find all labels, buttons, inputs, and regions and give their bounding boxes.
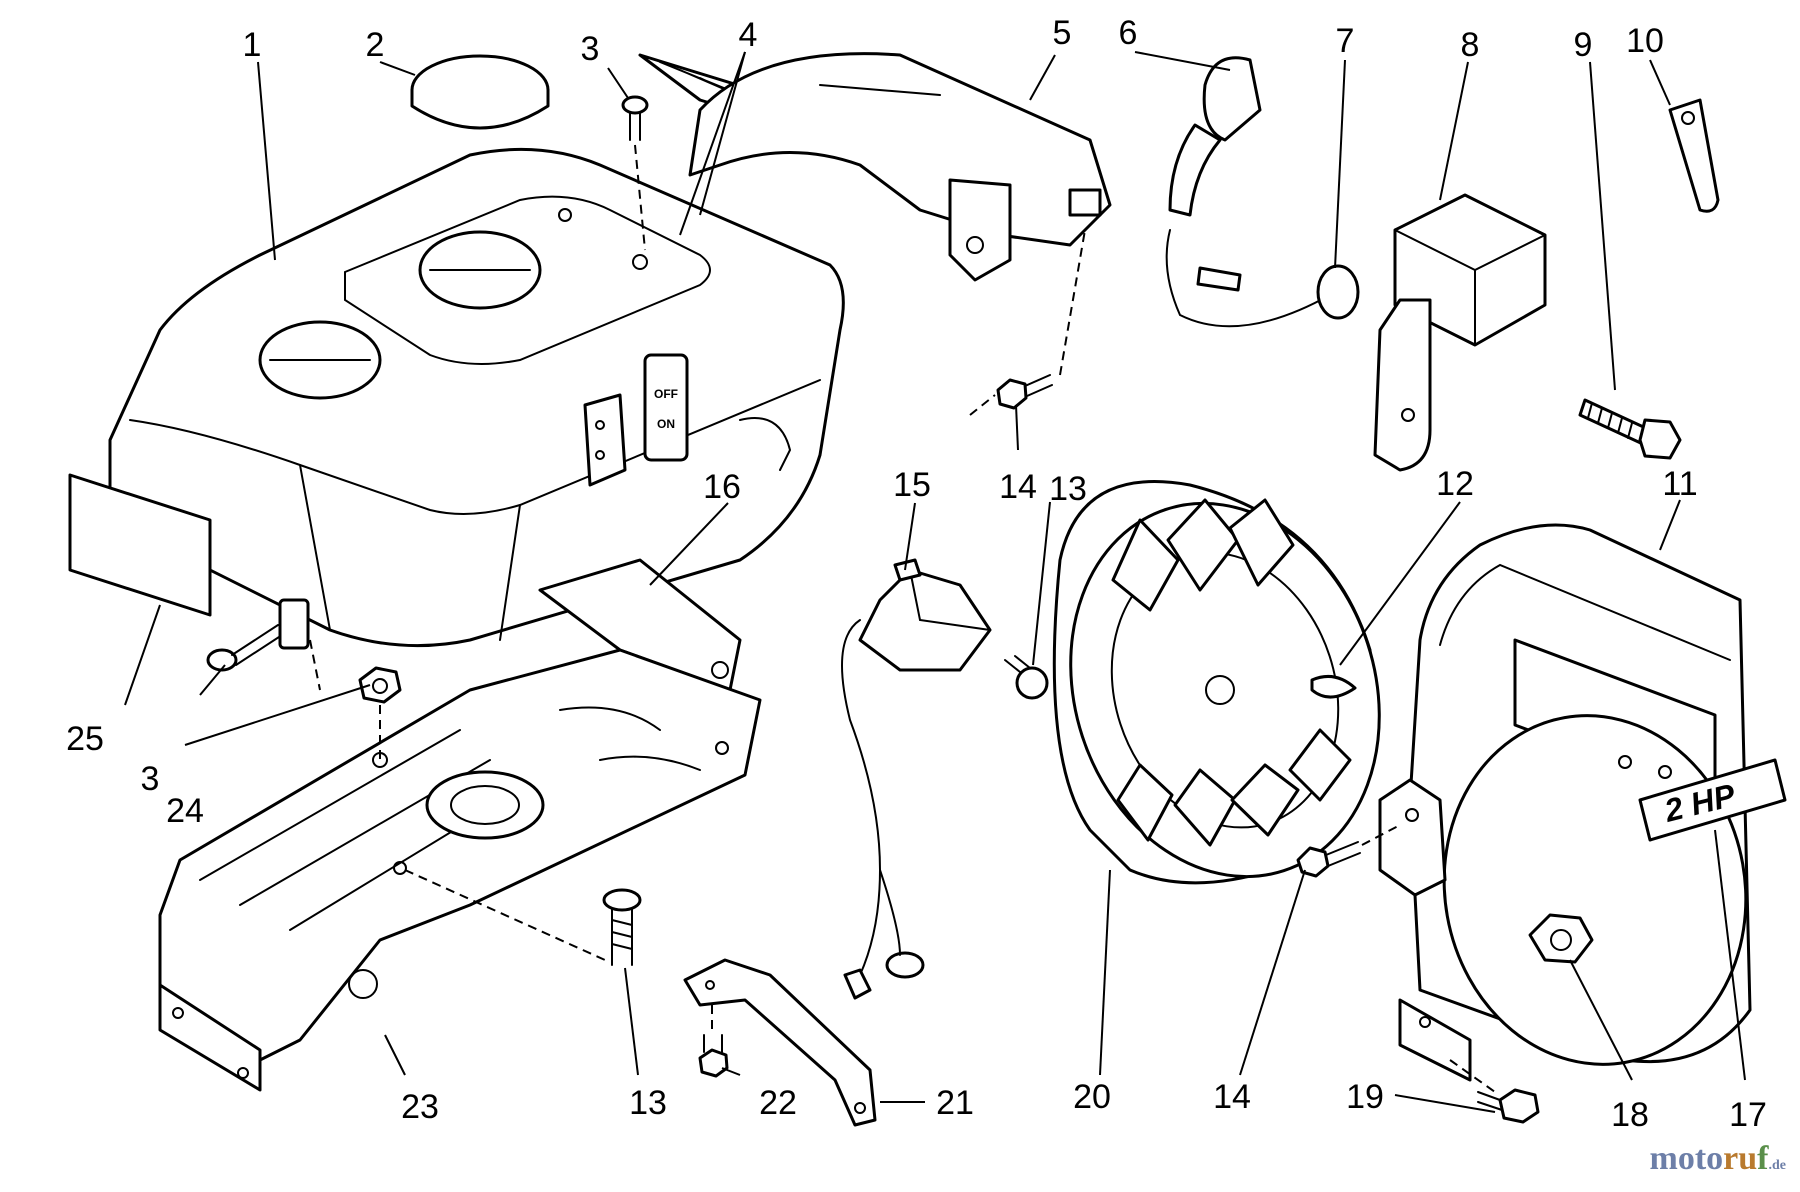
watermark-part-1: moto — [1649, 1140, 1724, 1177]
part-strip-bracket — [538, 558, 742, 692]
callout-3-top: 3 — [581, 30, 600, 68]
callout-14-bottom: 14 — [1213, 1078, 1251, 1116]
part-screw-22 — [698, 1005, 729, 1078]
callout-15: 15 — [893, 466, 931, 504]
watermark-part-3: f — [1757, 1140, 1769, 1177]
part-bracket — [688, 52, 1112, 282]
part-hp-decal: 2 HP — [1638, 758, 1787, 842]
callout-23: 23 — [401, 1088, 439, 1126]
switch-on-label: ON — [657, 417, 675, 431]
callout-3-bottom: 3 — [141, 760, 160, 798]
part-screw-bottom — [206, 598, 321, 691]
callout-12: 12 — [1436, 465, 1474, 503]
part-spark-plug-boot — [1168, 56, 1262, 217]
callout-7: 7 — [1336, 22, 1355, 60]
callout-22: 22 — [759, 1084, 797, 1122]
callout-8: 8 — [1461, 26, 1480, 64]
callout-9: 9 — [1574, 26, 1593, 64]
callout-5: 5 — [1053, 14, 1072, 52]
part-nut — [358, 666, 402, 760]
callout-2: 2 — [366, 26, 385, 64]
on-off-switch — [643, 353, 689, 462]
callout-6: 6 — [1119, 14, 1138, 52]
part-screw-14-upper — [969, 229, 1086, 416]
watermark-tld: .de — [1768, 1158, 1787, 1173]
callout-24: 24 — [166, 792, 204, 830]
callout-4: 4 — [739, 16, 758, 54]
callout-11: 11 — [1662, 465, 1697, 503]
part-base-plate — [158, 648, 762, 1092]
watermark-logo: motoruf.de — [1650, 1140, 1786, 1178]
callout-18: 18 — [1611, 1096, 1649, 1134]
part-flywheel — [1052, 480, 1381, 885]
part-l-bracket — [683, 958, 877, 1127]
part-kill-switch — [841, 558, 992, 1000]
part-hub-nut — [1528, 913, 1594, 964]
callout-14-top: 14 — [999, 468, 1037, 506]
part-screw-14-lower — [1296, 824, 1401, 878]
callout-16: 16 — [703, 468, 741, 506]
part-clip — [1668, 98, 1720, 213]
callout-10: 10 — [1626, 22, 1664, 60]
callout-21: 21 — [936, 1084, 974, 1122]
part-cap — [410, 54, 550, 130]
part-bolt — [1578, 398, 1682, 460]
part-screw-13 — [1004, 655, 1049, 700]
part-screw-top — [621, 95, 649, 251]
callout-1: 1 — [243, 26, 262, 64]
callout-17: 17 — [1729, 1096, 1767, 1134]
callout-13-bottom: 13 — [629, 1084, 667, 1122]
switch-off-label: OFF — [654, 387, 678, 401]
part-ignition-coil — [1165, 193, 1547, 472]
leader-lines — [124, 51, 1746, 1113]
part-bolt-lower — [404, 869, 642, 966]
watermark-part-2: ru — [1723, 1140, 1758, 1177]
callout-19: 19 — [1346, 1078, 1384, 1116]
callout-20: 20 — [1073, 1078, 1111, 1116]
callout-13-top: 13 — [1049, 470, 1087, 508]
part-shroud-cover: OFF ON — [108, 147, 845, 648]
part-bolt-19 — [1449, 1059, 1540, 1124]
part-decal-plate — [68, 473, 212, 617]
callout-25: 25 — [66, 720, 104, 758]
callout-numbers: 1 2 3 4 5 6 7 8 9 10 11 12 13 14 15 16 3… — [66, 14, 1767, 1134]
